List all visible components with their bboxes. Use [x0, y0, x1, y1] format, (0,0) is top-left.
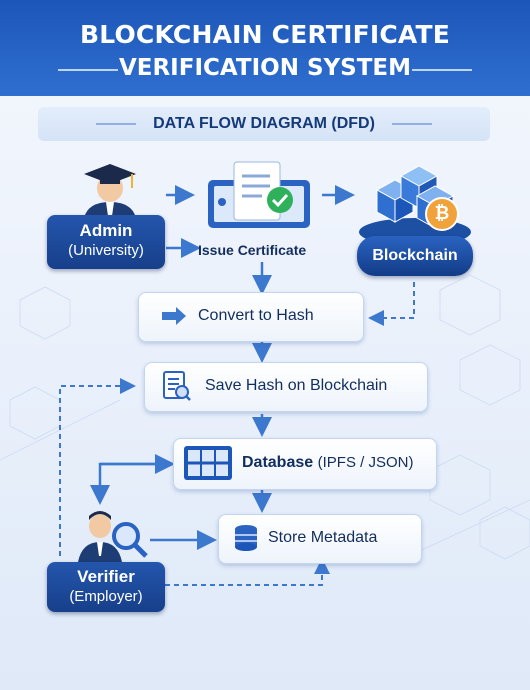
step-save-label: Save Hash on Blockchain — [205, 377, 388, 394]
admin-actor: Admin (University) — [47, 215, 165, 269]
bitcoin-icon — [425, 197, 459, 231]
step-database-label: Database — [242, 454, 314, 471]
graduation-cap-icon — [84, 164, 136, 218]
header-banner: BLOCKCHAIN CERTIFICATE VERIFICATION SYST… — [0, 0, 530, 96]
dashed-verifier-to-store — [165, 558, 330, 586]
title-line-2: VERIFICATION SYSTEM — [118, 55, 412, 81]
database-icon — [235, 525, 257, 551]
issue-certificate-label: Issue Certificate — [198, 242, 307, 258]
step-save-box — [144, 362, 428, 412]
dashed-verifier-to-save — [59, 378, 136, 556]
verifier-name: Verifier — [77, 567, 135, 586]
subtitle-rule-right — [392, 123, 432, 125]
verifier-sub: (Employer) — [69, 588, 143, 605]
admin-sub: (University) — [68, 242, 144, 259]
subtitle-rule-left — [96, 123, 136, 125]
subtitle-bar: DATA FLOW DIAGRAM (DFD) — [38, 107, 490, 141]
header-rule-left — [58, 69, 118, 71]
subtitle: DATA FLOW DIAGRAM (DFD) — [153, 115, 375, 132]
magnifier-icon — [78, 511, 148, 562]
step-database-title: Database (IPFS / JSON) — [242, 454, 413, 472]
document-search-icon — [163, 371, 191, 401]
step-store-label: Store Metadata — [268, 529, 378, 546]
server-icon — [184, 446, 232, 480]
verifier-actor: Verifier (Employer) — [47, 562, 165, 612]
bitcoin-symbol: ₿ — [434, 203, 450, 224]
arrow-database-to-verifier — [90, 462, 164, 505]
blockchain-label: Blockchain — [357, 236, 473, 276]
admin-name: Admin — [79, 221, 133, 240]
dashed-blockchain-to-convert — [368, 282, 415, 326]
step-convert-label: Convert to Hash — [198, 307, 314, 324]
header-rule-right — [412, 69, 472, 71]
step-database-detail: (IPFS / JSON) — [317, 454, 414, 471]
title-line-1: BLOCKCHAIN CERTIFICATE — [79, 20, 451, 49]
arrow-right-icon — [162, 307, 186, 325]
document-check-icon — [208, 161, 310, 228]
